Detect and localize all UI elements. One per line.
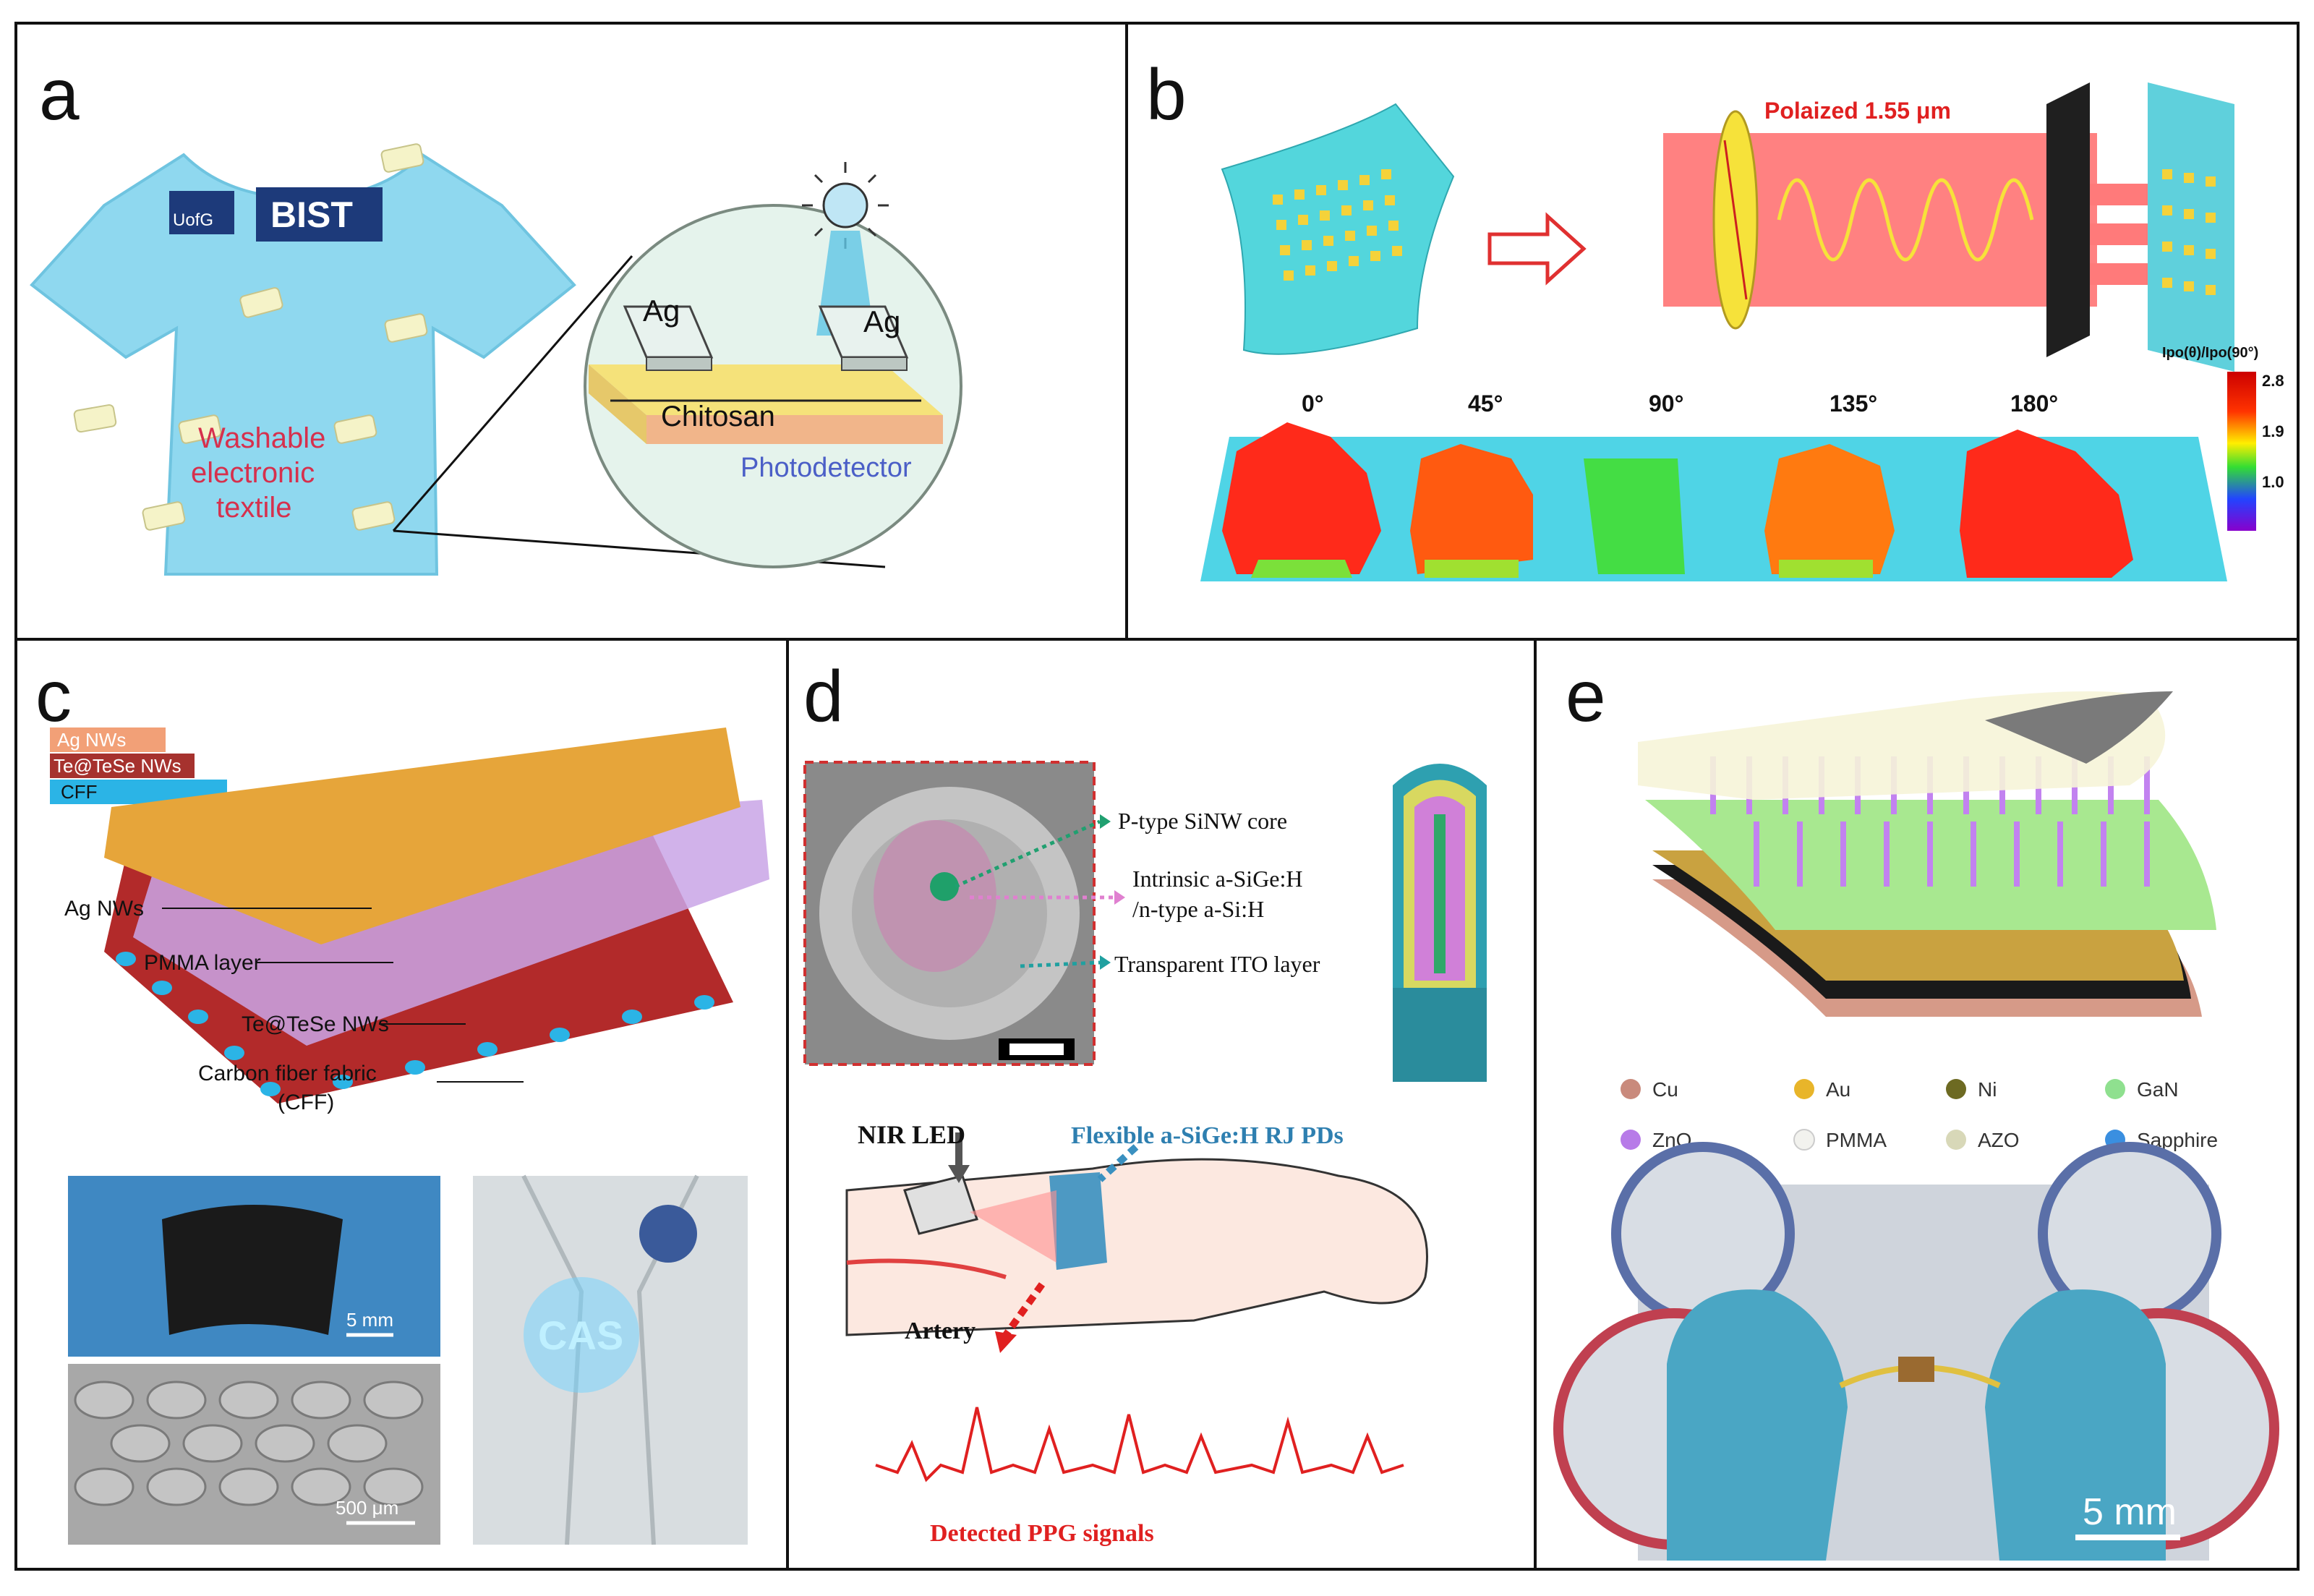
ppg-label: Detected PPG signals bbox=[930, 1520, 1154, 1547]
process-arrow bbox=[1487, 212, 1587, 286]
angle-90: 90° bbox=[1649, 391, 1683, 417]
textile-label-3: textile bbox=[216, 492, 292, 524]
ppg-signal-trace bbox=[875, 1407, 1404, 1482]
panel-b-illustration: Polaized 1.55 μm 0° 45° 90° 135° 180° bbox=[1200, 82, 2284, 581]
layer-label-tetese: Te@TeSe NWs bbox=[242, 1012, 389, 1036]
structure-label-intrinsic: Intrinsic a-SiGe:H bbox=[1132, 866, 1303, 892]
flexible-array bbox=[1221, 103, 1455, 355]
panel-label-b: b bbox=[1146, 54, 1187, 135]
uofg-logo-text: UofG bbox=[173, 210, 213, 230]
layer-label-cff-abbr: (CFF) bbox=[278, 1091, 334, 1114]
panel-label-a: a bbox=[39, 54, 80, 135]
beam-label: Polaized 1.55 μm bbox=[1764, 98, 1951, 124]
agnw-layer bbox=[104, 727, 740, 944]
legend-dot-ni bbox=[1946, 1079, 1966, 1099]
legend-dot-gan bbox=[2105, 1079, 2125, 1099]
structure-label-ntype: /n-type a-Si:H bbox=[1132, 896, 1264, 922]
electrode-label-right: Ag bbox=[863, 304, 900, 338]
textile-patches bbox=[73, 143, 428, 531]
angle-45: 45° bbox=[1468, 391, 1503, 417]
pd-label: Flexible a-SiGe:H RJ PDs bbox=[1071, 1122, 1344, 1149]
photo-scale: 5 mm bbox=[346, 1309, 393, 1331]
electrode-label-left: Ag bbox=[643, 294, 680, 328]
glove-right bbox=[1985, 1289, 2166, 1561]
colorbar-title: Ipo(θ)/Ipo(90°) bbox=[2162, 345, 2258, 361]
photo-scale-bar: 5 mm bbox=[2083, 1491, 2177, 1533]
legend-dot-zno bbox=[1621, 1130, 1641, 1150]
legend-label-ni: Ni bbox=[1978, 1078, 1997, 1101]
panel-d: d P-type SiNW core Intrinsic a-SiGe:H /n… bbox=[786, 638, 1537, 1571]
angle-135: 135° bbox=[1830, 391, 1877, 417]
sun-icon bbox=[822, 182, 868, 229]
legend-dot-cu bbox=[1621, 1079, 1641, 1099]
arm-drawing bbox=[845, 1158, 1428, 1336]
colorbar-tick-mid: 1.9 bbox=[2262, 422, 2284, 440]
colorbar bbox=[2227, 372, 2256, 531]
glowing-cas-text: CAS bbox=[538, 1313, 623, 1358]
bist-logo-text: BIST bbox=[270, 195, 353, 235]
panel-e-illustration: Cu Au Ni GaN ZnO PMMA AZO Sapphire 5 mm bbox=[1553, 691, 2279, 1561]
device-label: Photodetector bbox=[740, 453, 912, 483]
legend-dot-au bbox=[1794, 1079, 1814, 1099]
colorbar-tick-low: 1.0 bbox=[2262, 473, 2284, 491]
structure-label-ito: Transparent ITO layer bbox=[1114, 951, 1320, 977]
panel-label-e: e bbox=[1566, 656, 1606, 737]
artery-label: Artery bbox=[905, 1318, 975, 1344]
nir-led-icon bbox=[903, 1174, 978, 1235]
angle-0: 0° bbox=[1302, 391, 1324, 417]
legend-label-cu: Cu bbox=[1652, 1078, 1678, 1101]
colorbar-tick-high: 2.8 bbox=[2262, 372, 2284, 390]
legend-cff: CFF bbox=[61, 781, 98, 803]
sem-scale: 500 μm bbox=[336, 1497, 398, 1519]
layer-label-cff: Carbon fiber fabric bbox=[198, 1062, 377, 1085]
panel-c-illustration: Ag NWs Te@TeSe NWs CFF Ag NWs PMMA layer… bbox=[50, 727, 769, 1545]
textile-label-1: Washable bbox=[198, 422, 325, 454]
detector-array bbox=[2148, 82, 2234, 372]
legend-ag: Ag NWs bbox=[57, 729, 126, 751]
legend-label-au: Au bbox=[1826, 1078, 1850, 1101]
substrate-label: Chitosan bbox=[661, 401, 775, 432]
panel-b: b Polaized 1.55 μm bbox=[1125, 22, 2300, 641]
legend-label-gan: GaN bbox=[2137, 1078, 2179, 1101]
heatmap-shapes bbox=[1222, 422, 2133, 578]
panel-a: a bbox=[14, 22, 1128, 641]
panel-e: e Cu Au Ni GaN ZnO PMMA AZO Sapphire bbox=[1534, 638, 2300, 1571]
uofg-logo bbox=[169, 191, 234, 234]
angle-180: 180° bbox=[2010, 391, 2058, 417]
panel-label-c: c bbox=[35, 656, 72, 737]
glove-left bbox=[1667, 1289, 1848, 1561]
panel-c: c Ag NWs Te@TeSe NWs CFF Ag NWs PMMA lay… bbox=[14, 638, 789, 1571]
layer-label-pmma: PMMA layer bbox=[144, 951, 261, 975]
layer-label-ag: Ag NWs bbox=[64, 897, 144, 921]
pd-band bbox=[1049, 1172, 1107, 1270]
legend-label-azo: AZO bbox=[1978, 1129, 2020, 1151]
nir-led-label: NIR LED bbox=[858, 1120, 965, 1149]
textile-label-2: electronic bbox=[191, 457, 315, 489]
legend-dot-pmma bbox=[1793, 1129, 1815, 1151]
legend-tetese: Te@TeSe NWs bbox=[54, 755, 182, 777]
legend-label-pmma: PMMA bbox=[1826, 1129, 1887, 1151]
panel-a-illustration: Ag Ag Chitosan Photodetector UofG BIST W… bbox=[30, 143, 962, 576]
panel-d-illustration: P-type SiNW core Intrinsic a-SiGe:H /n-t… bbox=[803, 761, 1487, 1547]
structure-label-core: P-type SiNW core bbox=[1118, 808, 1287, 834]
panel-label-d: d bbox=[803, 656, 844, 737]
legend-dot-azo bbox=[1946, 1130, 1966, 1150]
